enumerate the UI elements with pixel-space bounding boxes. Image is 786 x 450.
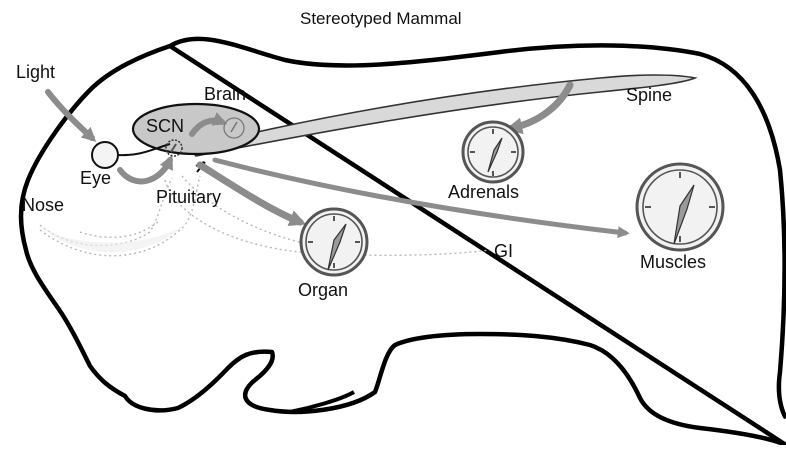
label-eye: Eye bbox=[80, 168, 111, 188]
organ-clock bbox=[301, 209, 367, 275]
diagram-title: Stereotyped Mammal bbox=[300, 9, 462, 28]
label-muscles: Muscles bbox=[640, 252, 706, 272]
eye-circle bbox=[92, 142, 118, 168]
nose-fill bbox=[40, 220, 190, 252]
arrow-eye-scn bbox=[120, 160, 170, 181]
label-scn: SCN bbox=[146, 116, 184, 136]
spine-shape bbox=[190, 75, 695, 156]
label-gi: GI bbox=[494, 241, 513, 261]
label-nose: Nose bbox=[22, 195, 64, 215]
muscles-clock bbox=[637, 164, 723, 250]
label-pituitary: Pituitary bbox=[156, 187, 221, 207]
arrow-scn-muscles bbox=[215, 160, 625, 233]
label-adrenals: Adrenals bbox=[448, 182, 519, 202]
label-light: Light bbox=[16, 62, 55, 82]
adrenals-clock bbox=[463, 122, 523, 182]
label-brain: Brain bbox=[204, 84, 246, 104]
label-organ: Organ bbox=[298, 280, 348, 300]
label-spine: Spine bbox=[626, 85, 672, 105]
